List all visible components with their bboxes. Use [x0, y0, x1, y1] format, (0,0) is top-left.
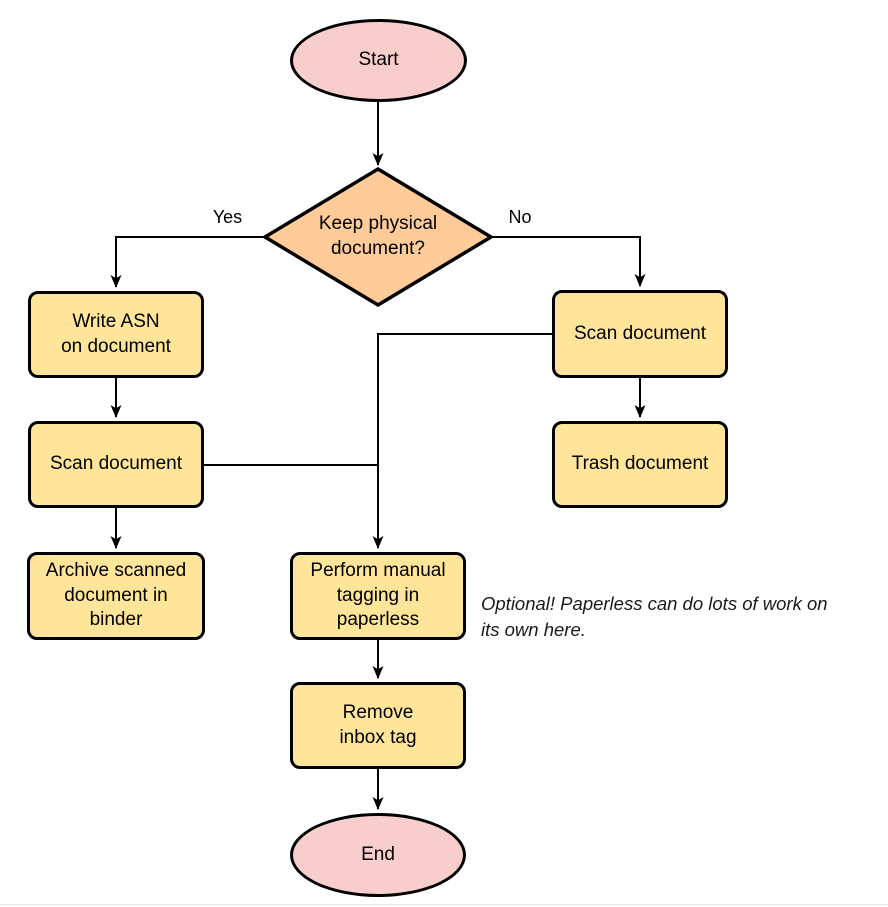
edge-scan-right-perform-tagging: [372, 333, 552, 549]
decision-node-label: Keep physical document?: [318, 213, 438, 259]
optional-note-text: Optional! Paperless can do lots of work …: [481, 593, 828, 640]
end-node: End: [290, 813, 466, 897]
process-archive-binder-node: Archive scanned document in binder: [27, 552, 205, 640]
process-remove-inbox-tag-node: Remove inbox tag: [290, 682, 466, 769]
process-trash-document-node: Trash document: [552, 421, 728, 508]
process-manual-tagging-node: Perform manual tagging in paperless: [290, 552, 466, 640]
start-node: Start: [290, 19, 467, 102]
decision-node-shape: [261, 166, 495, 308]
bottom-divider: [0, 903, 888, 905]
process-scan-document-left-node: Scan document: [28, 421, 204, 508]
edge-decision-yes-write-asn: [110, 236, 266, 288]
process-write-asn-node: Write ASN on document: [28, 291, 204, 378]
edge-label-yes: Yes: [212, 207, 243, 227]
process-scan-document-right-node: Scan document: [552, 290, 728, 378]
edge-decision-no-scan-right: [490, 236, 646, 287]
edge-label-no: No: [508, 207, 532, 227]
